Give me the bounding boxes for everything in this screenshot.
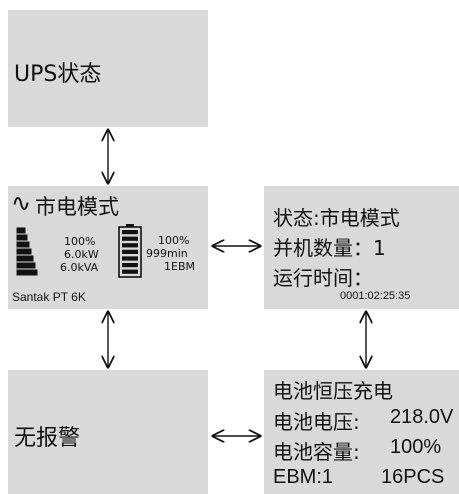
battery-state: 电池恒压充电 bbox=[273, 379, 393, 403]
runtime-value: 0001:02:25:35 bbox=[340, 290, 411, 302]
ebm-count: EBM:1 bbox=[273, 466, 334, 488]
battery-fill-segment bbox=[122, 263, 138, 268]
battery-ebm: 1EBM bbox=[164, 260, 195, 273]
sine-wave-icon: ∿ bbox=[11, 189, 32, 217]
model-label: Santak PT 6K bbox=[12, 290, 86, 304]
ups-status-title: UPS状态 bbox=[14, 62, 102, 87]
battery-fill-segment bbox=[122, 256, 138, 261]
battery-icon bbox=[118, 224, 142, 278]
battery-fill-segment bbox=[122, 236, 138, 241]
battery-fill-segment bbox=[122, 269, 138, 274]
ups-status-panel[interactable]: UPS状态 bbox=[8, 10, 208, 127]
load-kva: 6.0kVA bbox=[60, 261, 99, 274]
battery-panel[interactable]: 电池恒压充电 电池电压: 218.0V 电池容量: 100% EBM:1 16P… bbox=[264, 370, 459, 494]
load-bar-segment bbox=[16, 269, 38, 276]
battery-voltage-value: 218.0V bbox=[390, 406, 454, 428]
ups-info-panel[interactable]: 状态:市电模式 并机数量：1 运行时间： 0001:02:25:35 bbox=[264, 186, 459, 309]
load-bar-segment bbox=[16, 248, 32, 255]
load-bars-icon bbox=[16, 227, 38, 276]
battery-capacity-label: 电池容量: bbox=[273, 440, 360, 464]
load-bar-segment bbox=[16, 241, 30, 248]
main-mode-panel[interactable]: ∿ 市电模式 100% 6.0kW 6.0kVA 100% 999min 1EB… bbox=[8, 186, 208, 309]
status-line: 状态:市电模式 bbox=[273, 206, 400, 230]
load-kw: 6.0kW bbox=[64, 248, 99, 261]
ebm-pcs: 16PCS bbox=[381, 466, 445, 488]
load-bar-segment bbox=[16, 255, 34, 262]
battery-fill-segment bbox=[122, 230, 138, 235]
battery-capacity-value: 100% bbox=[390, 436, 442, 458]
battery-fill-segment bbox=[122, 249, 138, 254]
mode-label: 市电模式 bbox=[35, 195, 119, 219]
load-bar-segment bbox=[16, 262, 36, 269]
runtime-label: 运行时间： bbox=[273, 266, 373, 290]
battery-percent: 100% bbox=[158, 234, 190, 247]
load-bar-segment bbox=[16, 234, 28, 241]
load-percent: 100% bbox=[64, 235, 96, 248]
load-bar-segment bbox=[16, 227, 26, 234]
alarm-panel[interactable]: 无报警 bbox=[8, 370, 208, 494]
battery-fill-segment bbox=[122, 243, 138, 248]
parallel-count-line: 并机数量：1 bbox=[273, 236, 386, 260]
battery-voltage-label: 电池电压: bbox=[273, 410, 360, 434]
alarm-text: 无报警 bbox=[14, 426, 81, 451]
battery-runtime: 999min bbox=[146, 247, 188, 260]
